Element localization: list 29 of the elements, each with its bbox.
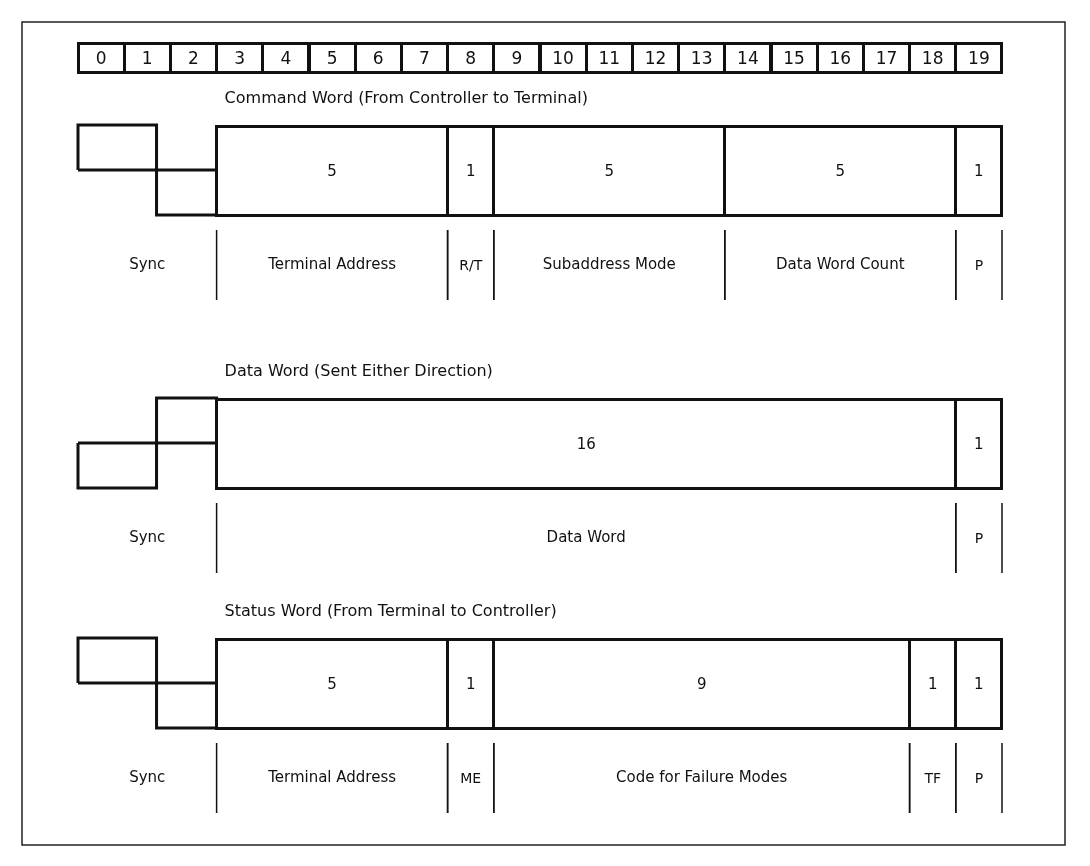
field-name: R/T (459, 255, 483, 275)
field-name: P (974, 768, 984, 788)
bit-number-cell: 14 (723, 42, 773, 74)
field-name: Data Word Count (776, 255, 905, 275)
field-name: P (974, 255, 984, 275)
field-name: ME (460, 768, 482, 788)
word-title: Data Word (Sent Either Direction) (224, 360, 493, 382)
bit-number-cell: 19 (954, 42, 1004, 74)
field-name: Sync (129, 768, 166, 788)
field-name: Terminal Address (268, 255, 397, 275)
field-box: 1 (954, 125, 1004, 217)
word-title: Status Word (From Terminal to Controller) (224, 600, 557, 622)
bit-number-cell: 15 (769, 42, 819, 74)
bit-number-cell: 10 (538, 42, 588, 74)
field-name: Code for Failure Modes (616, 768, 788, 788)
field-name: Data Word (546, 528, 626, 548)
bit-number-cell: 9 (492, 42, 542, 74)
field-name: Sync (129, 528, 166, 548)
word-title: Command Word (From Controller to Terminal) (224, 87, 588, 109)
field-name: Sync (129, 255, 166, 275)
bit-number-cell: 0 (76, 42, 126, 74)
field-name: Terminal Address (268, 768, 397, 788)
field-name: P (974, 528, 984, 548)
field-name: Subaddress Mode (542, 255, 676, 275)
field-box: 1 (954, 398, 1004, 490)
bit-number-cell: 5 (307, 42, 357, 74)
field-box: 1 (954, 638, 1004, 730)
bit-number-cell: 4 (261, 42, 311, 74)
field-name: TF (924, 768, 941, 788)
